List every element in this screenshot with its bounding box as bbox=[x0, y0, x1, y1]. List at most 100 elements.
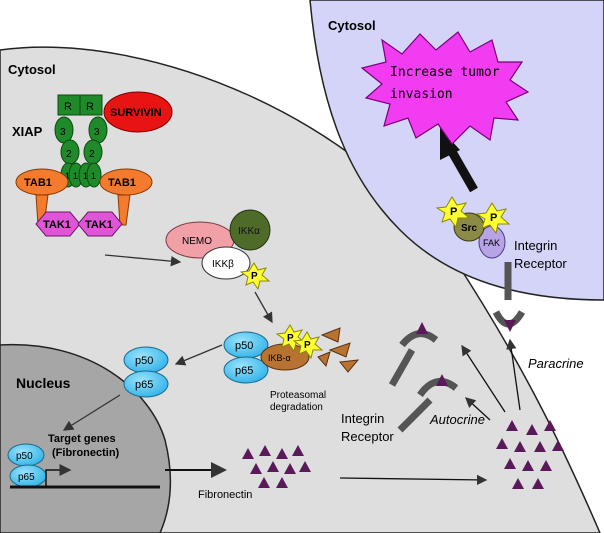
phospho-ikkb-burst bbox=[239, 262, 271, 291]
arrow-paracrine bbox=[506, 338, 521, 411]
target-genes-label-2: (Fibronectin) bbox=[52, 447, 120, 459]
arrow-to-invasion bbox=[447, 147, 478, 193]
proteasomal-label-1: Proteasomal bbox=[270, 390, 326, 401]
fibronectin-tri bbox=[514, 441, 526, 452]
tak1-right-shape bbox=[77, 211, 123, 237]
fibronectin-tri bbox=[532, 478, 544, 489]
fibronectin-tri bbox=[540, 460, 552, 471]
fibronectin-tri bbox=[544, 420, 556, 431]
degradation-fragment-1 bbox=[320, 327, 341, 343]
phospho-src-label: P bbox=[450, 206, 457, 218]
p50-mid-label: p50 bbox=[135, 355, 153, 367]
xiap-r2-label: R bbox=[86, 101, 94, 113]
integrin-receptor-right-label-1: Integrin bbox=[514, 238, 557, 253]
tab1-right-label: TAB1 bbox=[108, 177, 136, 189]
xiap-r-box-2 bbox=[79, 94, 103, 116]
proteasomal-label-2: degradation bbox=[270, 402, 323, 413]
src-label: Src bbox=[461, 223, 478, 234]
ikka-label: IKKα bbox=[238, 226, 260, 237]
p50-nuc-label: p50 bbox=[16, 451, 33, 462]
integrin-bound-ligand bbox=[416, 322, 428, 334]
invasion-burst bbox=[360, 31, 530, 145]
xiap-2a-label: 2 bbox=[66, 149, 72, 160]
integrin-receptor-upper bbox=[388, 322, 439, 387]
fibronectin-tri bbox=[526, 424, 538, 435]
ikb-label: IKB-α bbox=[268, 353, 291, 363]
p65-mid-shape bbox=[123, 370, 169, 398]
integrin-receptor-lower bbox=[397, 374, 459, 433]
p50-top-label: p50 bbox=[235, 340, 253, 352]
fibronectin-tri bbox=[504, 458, 516, 469]
xiap-r1-label: R bbox=[64, 101, 72, 113]
xiap-label: XIAP bbox=[12, 124, 43, 139]
arrow-secretion bbox=[339, 474, 488, 486]
degradation-fragment-2 bbox=[328, 342, 351, 358]
fibronectin-tri bbox=[259, 445, 271, 456]
arrow-nfkb-to-nucleus bbox=[62, 394, 121, 431]
nucleus-label: Nucleus bbox=[16, 375, 71, 391]
phospho-ikb-burst-1 bbox=[275, 324, 307, 353]
xiap-1b-label: 1 bbox=[73, 171, 78, 181]
arrow-ikk-to-ikb bbox=[254, 291, 273, 324]
phospho-fak-label: P bbox=[490, 212, 497, 224]
fibronectin-tri bbox=[284, 463, 296, 474]
integrin-stem bbox=[388, 348, 416, 387]
p65-top-shape bbox=[223, 356, 269, 384]
arrow-autocrine-1 bbox=[461, 344, 506, 413]
phospho-ikb-label-1: P bbox=[287, 333, 294, 344]
fibronectin-tri bbox=[242, 448, 254, 459]
xiap-bir1-d bbox=[86, 162, 102, 188]
fibronectin-tri bbox=[276, 448, 288, 459]
cytosol-right-label: Cytosol bbox=[328, 18, 376, 33]
survivin-shape bbox=[103, 91, 173, 133]
fibronectin-tri bbox=[299, 461, 311, 472]
fibronectin-tri bbox=[522, 460, 534, 471]
xiap-3b-label: 3 bbox=[94, 127, 100, 138]
xiap-1c-label: 1 bbox=[83, 171, 88, 181]
ikkb-label: IKKβ bbox=[212, 259, 234, 270]
degradation-fragment-3 bbox=[339, 359, 360, 373]
fibronectin-cluster-cell bbox=[242, 445, 311, 488]
invasion-label-1: Increase tumor bbox=[390, 65, 500, 80]
cytosol-left-label: Cytosol bbox=[8, 62, 56, 77]
degradation-fragment-4 bbox=[317, 351, 331, 368]
fibronectin-tri bbox=[267, 461, 279, 472]
nemo-label: NEMO bbox=[182, 236, 212, 247]
fibronectin-tri bbox=[250, 463, 262, 474]
arrow-autocrine-2 bbox=[465, 397, 491, 421]
ikka-shape bbox=[229, 209, 271, 251]
fibronectin-tri bbox=[506, 420, 518, 431]
integrin-stem bbox=[397, 397, 433, 433]
phospho-ikb-label-2: P bbox=[304, 340, 311, 351]
fibronectin-tri bbox=[496, 438, 508, 449]
integrin-receptor-right bbox=[492, 262, 526, 332]
xiap-1a-label: 1 bbox=[65, 171, 70, 181]
phospho-src-burst bbox=[435, 196, 471, 229]
integrin-receptor-right-label-2: Receptor bbox=[514, 256, 567, 271]
phospho-ikkb-label: P bbox=[251, 271, 258, 282]
phospho-ikb-burst-2 bbox=[292, 331, 324, 360]
integrin-head bbox=[417, 377, 459, 398]
fibronectin-cluster-extracellular bbox=[496, 420, 564, 489]
target-genes-label-1: Target genes bbox=[48, 433, 116, 445]
fibronectin-tri bbox=[258, 477, 270, 488]
fibronectin-tri bbox=[512, 478, 524, 489]
fibronectin-tri bbox=[292, 445, 304, 456]
xiap-1d-label: 1 bbox=[91, 171, 96, 181]
xiap-3a-label: 3 bbox=[60, 127, 66, 138]
tak1-left-shape bbox=[35, 211, 81, 237]
ikkb-shape bbox=[201, 246, 251, 280]
arrow-tak1-to-ikk bbox=[104, 254, 182, 267]
transcription-start-arrow bbox=[45, 464, 72, 487]
tab1-right-tail bbox=[117, 194, 131, 226]
fibronectin-tri bbox=[276, 477, 288, 488]
invasion-label-2: invasion bbox=[390, 87, 453, 102]
xiap-2b-label: 2 bbox=[89, 149, 95, 160]
p65-mid-label: p65 bbox=[135, 379, 153, 391]
paracrine-label: Paracrine bbox=[528, 356, 584, 371]
integrin-bound-ligand bbox=[436, 374, 448, 386]
fibronectin-tri bbox=[534, 441, 546, 452]
fibronectin-tri bbox=[552, 440, 564, 451]
fak-label: FAK bbox=[483, 238, 500, 248]
